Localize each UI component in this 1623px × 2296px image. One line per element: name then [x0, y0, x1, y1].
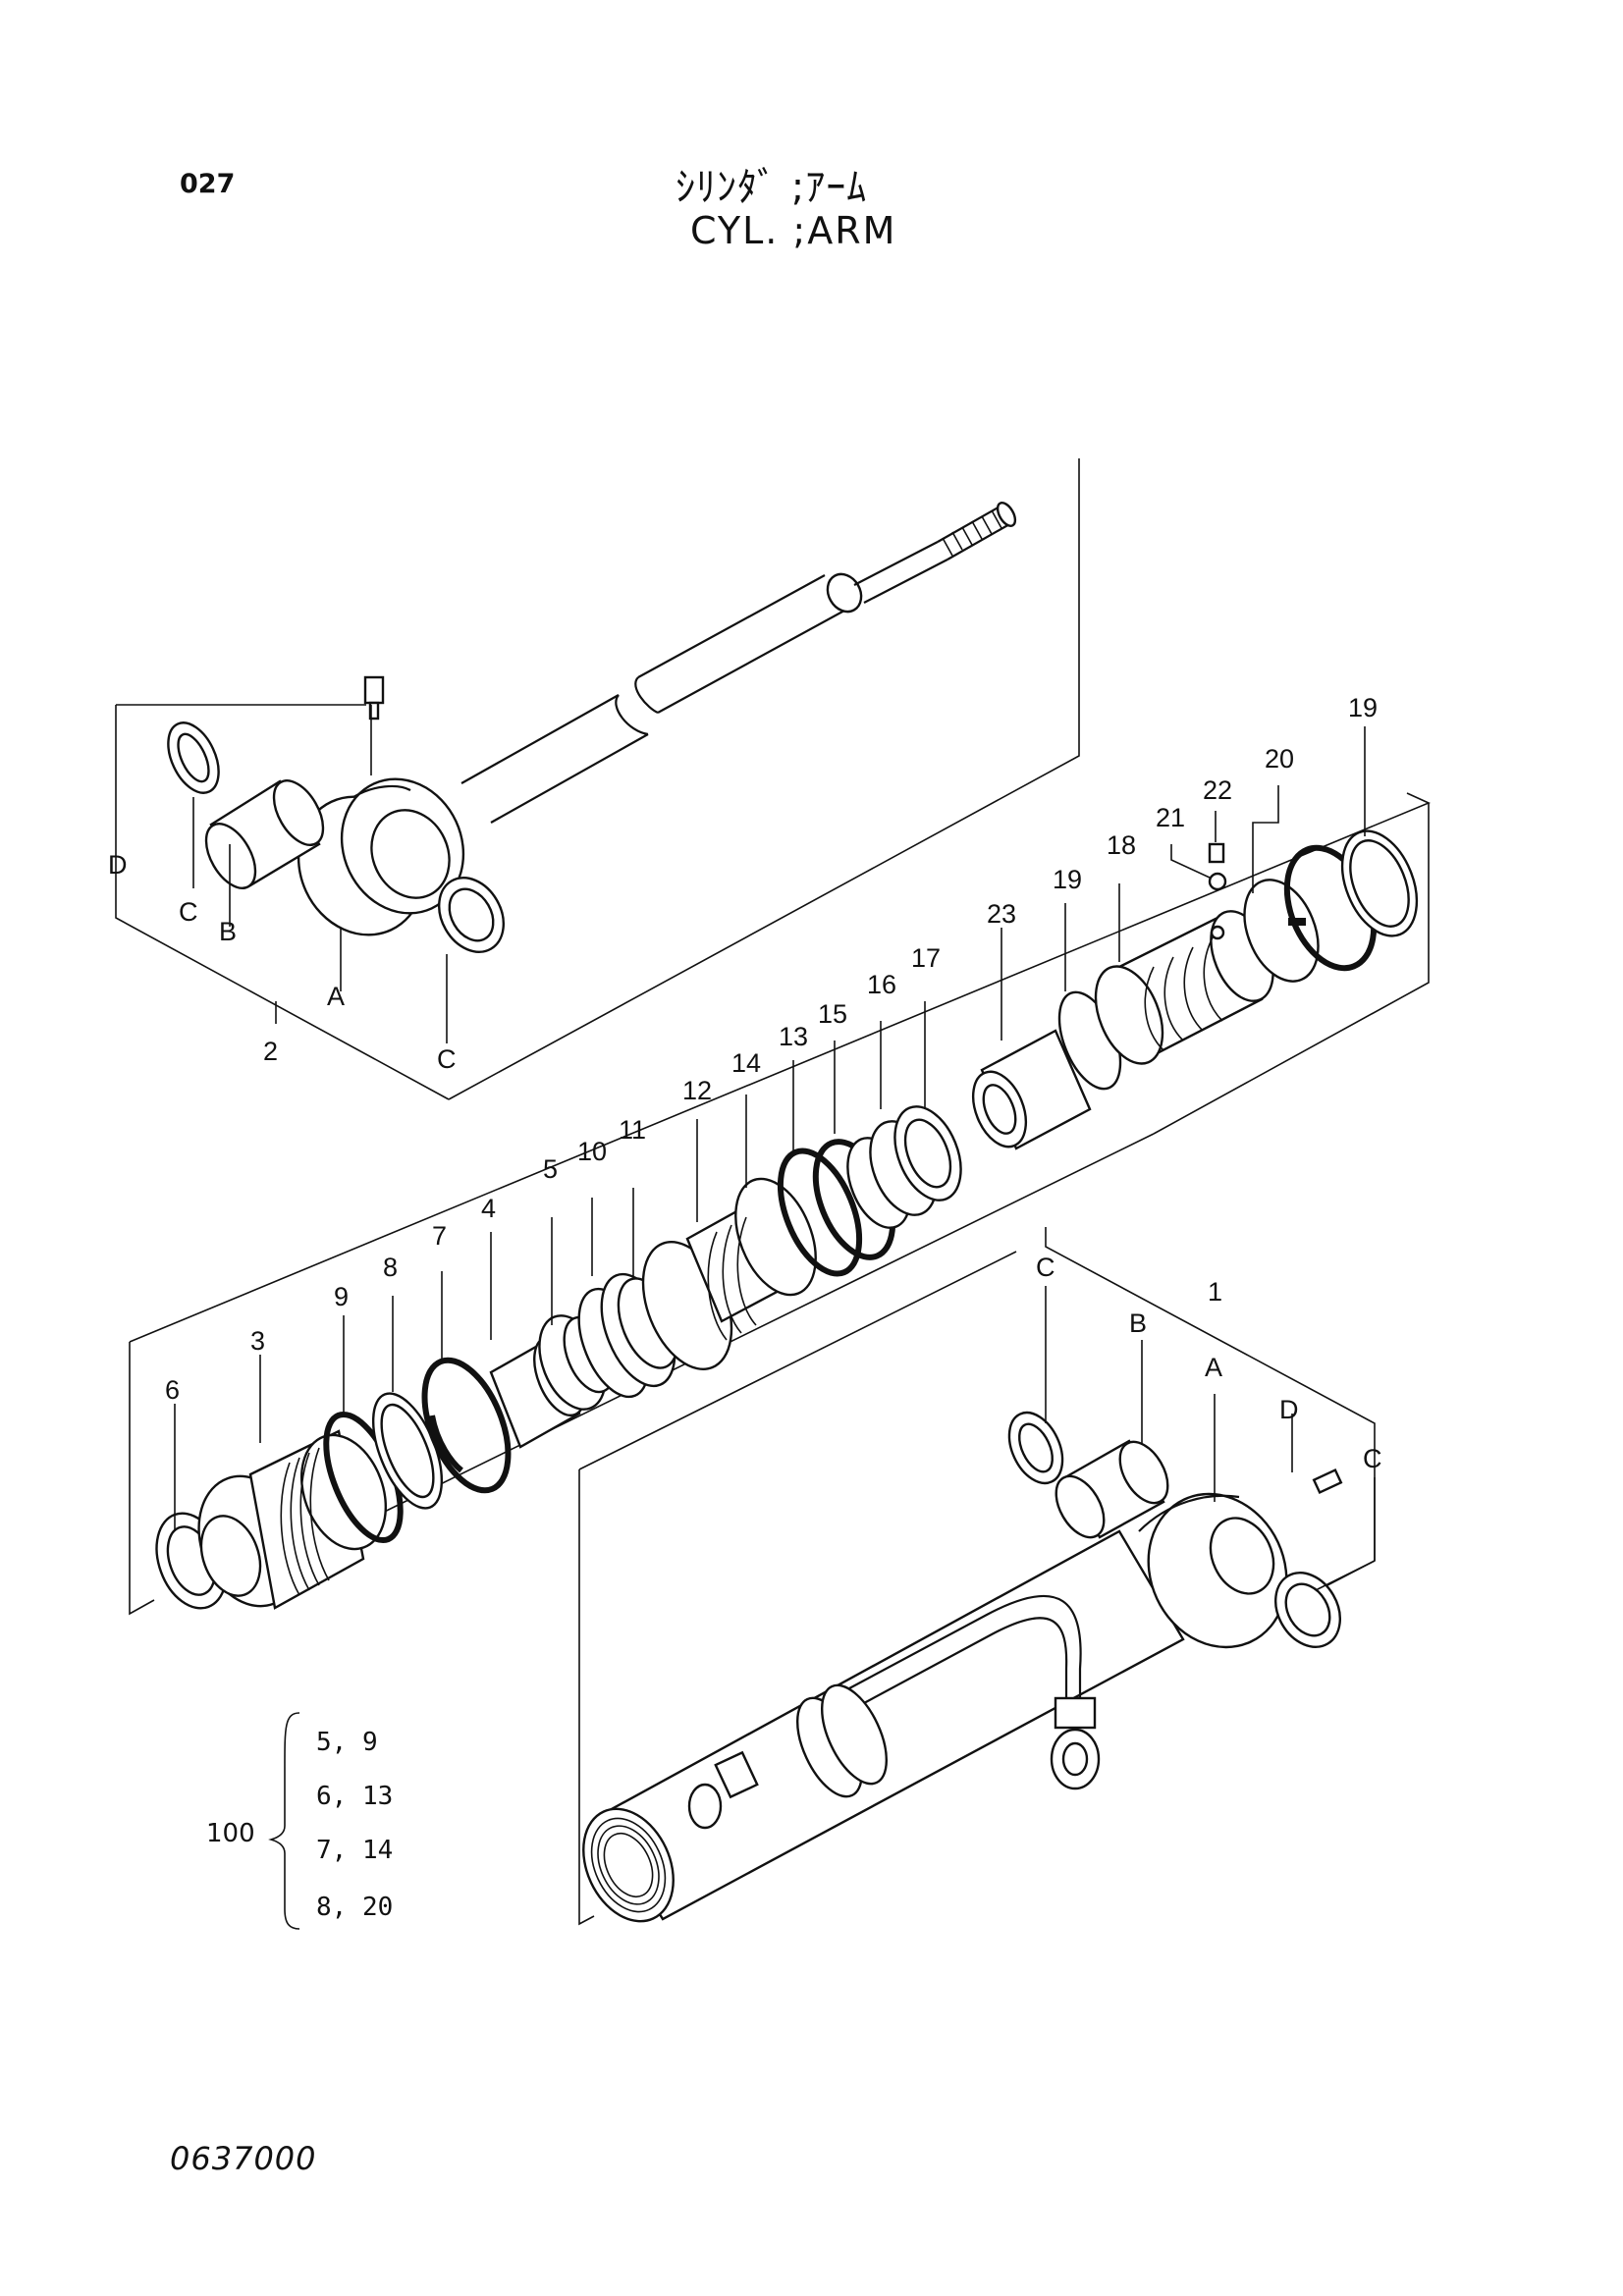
label-part-14: 14 — [731, 1048, 761, 1078]
label-part-23: 23 — [987, 899, 1016, 929]
label-part-10: 10 — [577, 1137, 607, 1166]
cylinder-tube-assembly — [578, 1227, 1376, 1926]
label-part-5: 5 — [543, 1154, 558, 1184]
kit-row: 7, 14 — [316, 1836, 394, 1865]
label-part-19-a: 19 — [1053, 865, 1082, 894]
title-english: CYL. ;ARM — [690, 209, 897, 252]
label-part-2: 2 — [263, 1037, 278, 1066]
label-part-13: 13 — [779, 1022, 808, 1051]
label-part-22: 22 — [1203, 775, 1232, 805]
label-part-3: 3 — [250, 1326, 265, 1356]
page-number: 027 — [180, 169, 236, 199]
label-part-12: 12 — [682, 1076, 712, 1105]
label-b-1: B — [219, 917, 237, 946]
label-part-6: 6 — [165, 1375, 180, 1405]
label-part-11: 11 — [619, 1115, 646, 1145]
label-part-20: 20 — [1265, 744, 1294, 774]
label-b-2: B — [1129, 1308, 1147, 1338]
label-d-1: D — [108, 850, 128, 880]
label-c-1: C — [179, 897, 198, 927]
kit-row: 5, 9 — [316, 1728, 378, 1757]
title-japanese: ｼﾘﾝﾀﾞ ;ｱｰﾑ — [676, 165, 868, 210]
label-part-19-b: 19 — [1348, 693, 1378, 722]
label-c-2: C — [437, 1044, 457, 1074]
label-a-2: A — [1205, 1353, 1222, 1382]
label-part-1: 1 — [1208, 1277, 1222, 1307]
label-part-9: 9 — [334, 1282, 349, 1311]
label-c-3: C — [1036, 1253, 1055, 1282]
label-part-17: 17 — [911, 943, 941, 973]
label-c-4: C — [1363, 1444, 1382, 1473]
kit-brace — [268, 1712, 300, 1930]
label-part-8: 8 — [383, 1253, 398, 1282]
label-d-2: D — [1279, 1395, 1299, 1424]
label-part-4: 4 — [481, 1194, 496, 1223]
kit-number: 100 — [206, 1819, 255, 1848]
label-part-18: 18 — [1107, 830, 1136, 860]
rod-assembly — [115, 458, 1080, 1100]
label-part-21: 21 — [1156, 803, 1185, 832]
label-part-15: 15 — [818, 999, 847, 1029]
document-code: 0637000 — [170, 2140, 317, 2177]
kit-row: 6, 13 — [316, 1782, 394, 1811]
label-part-16: 16 — [867, 970, 896, 999]
label-a-1: A — [327, 982, 345, 1011]
kit-row: 8, 20 — [316, 1893, 394, 1922]
piston-gland-components — [129, 726, 1432, 1616]
label-part-7: 7 — [432, 1221, 447, 1251]
